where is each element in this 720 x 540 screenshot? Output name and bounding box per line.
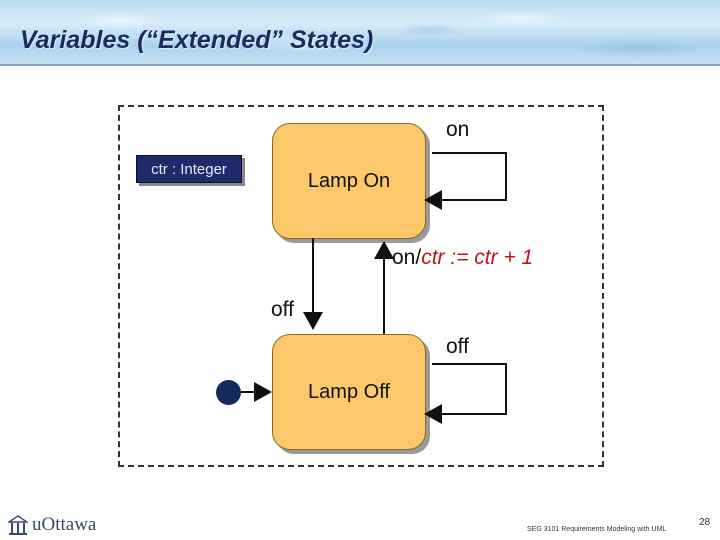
self-transition-off [426, 364, 506, 414]
label-off-to-on-action: ctr := ctr + 1 [421, 246, 533, 269]
course-footer: SEG 3101 Requirements Modeling with UML [527, 526, 666, 533]
page-number: 28 [699, 517, 710, 528]
university-building-icon [8, 514, 28, 536]
label-self-on: on [446, 118, 469, 142]
label-self-off: off [446, 335, 469, 359]
logo-text: uOttawa [32, 514, 96, 536]
label-off-to-on: on/ctr := ctr + 1 [392, 246, 533, 270]
uottawa-logo: uOttawa [8, 514, 96, 536]
self-transition-on [426, 153, 506, 200]
label-on-to-off: off [271, 298, 294, 322]
label-off-to-on-event: on/ [392, 246, 421, 269]
